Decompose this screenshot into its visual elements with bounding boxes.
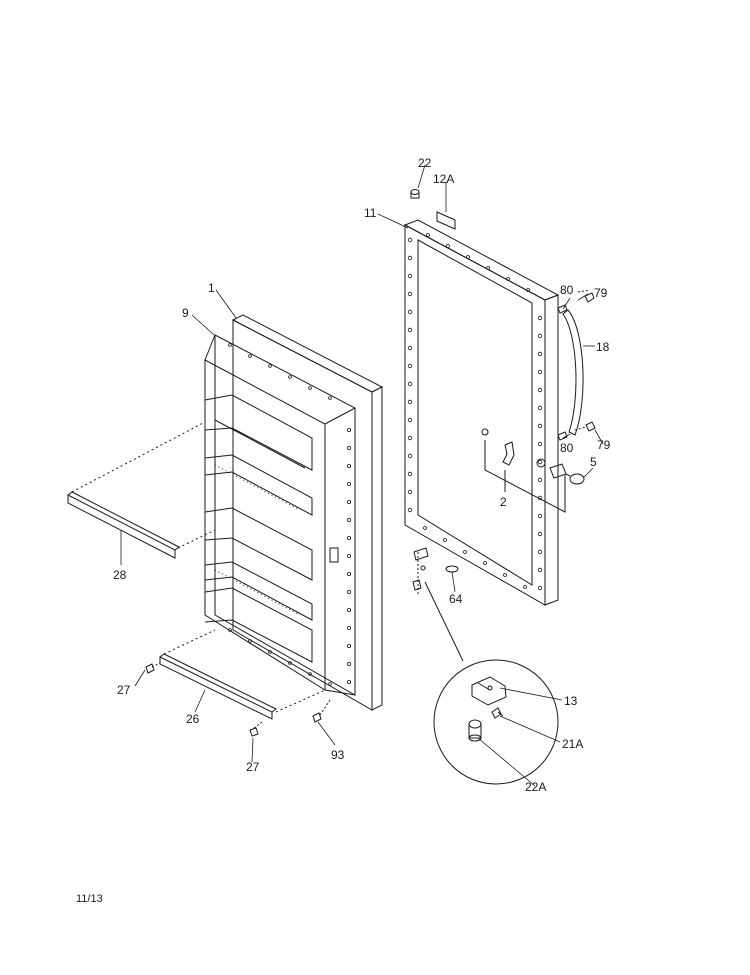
part-label-80-top: 80	[560, 283, 574, 297]
part-label-93: 93	[331, 748, 345, 762]
label-plate-12a	[436, 211, 456, 230]
screw-22	[410, 189, 420, 199]
part-label-79-bottom: 79	[597, 438, 611, 452]
part-label-18: 18	[596, 340, 610, 354]
screw-21a	[491, 707, 504, 719]
part-label-9: 9	[182, 306, 189, 320]
hinge-bracket-13	[471, 676, 507, 706]
screw-27-bottom	[249, 727, 259, 737]
latch-strike	[536, 458, 546, 468]
part-label-21a: 21A	[562, 737, 584, 751]
handle-plug-top	[584, 292, 595, 303]
part-label-27-left: 27	[117, 683, 131, 697]
screw-27-left	[145, 663, 155, 674]
part-label-22: 22	[418, 156, 432, 170]
door-liner	[204, 314, 384, 711]
door-panel-outer	[403, 219, 560, 606]
footer-code: 11/13	[76, 893, 103, 905]
handle-screw-bottom	[557, 431, 568, 441]
part-label-5: 5	[590, 455, 597, 469]
latch-screw	[481, 428, 489, 436]
leveler-22a	[468, 719, 482, 742]
handle-screw-top	[557, 304, 568, 314]
part-label-79-top: 79	[594, 286, 608, 300]
part-label-27-bottom: 27	[246, 760, 260, 774]
shelf-rail-28	[67, 491, 180, 559]
shelf-1	[204, 394, 313, 471]
part-label-28: 28	[113, 568, 127, 582]
shelf-5	[204, 587, 313, 663]
part-label-22a: 22A	[525, 780, 547, 794]
part-label-1: 1	[208, 281, 215, 295]
part-label-11: 11	[364, 206, 377, 220]
part-label-2: 2	[500, 495, 507, 509]
shelf-4	[204, 561, 313, 621]
door-handle-18	[562, 309, 584, 436]
part-label-26: 26	[186, 712, 200, 726]
lock-cylinder-5	[549, 463, 585, 485]
part-label-12a: 12A	[433, 172, 455, 186]
detail-circle	[433, 659, 559, 785]
liner-catch	[329, 547, 339, 563]
part-label-80-bottom: 80	[560, 441, 574, 455]
shelf-2	[204, 454, 313, 516]
leader-lines	[120, 164, 604, 787]
door-latch	[502, 441, 515, 466]
part-label-64: 64	[449, 592, 463, 606]
part-label-13: 13	[564, 694, 578, 708]
gasket-plug-64	[445, 565, 459, 573]
screw-93	[312, 712, 322, 723]
bottom-hinge-small	[412, 547, 429, 591]
handle-plug-bottom	[585, 421, 596, 432]
door-panel-screw-holes	[407, 233, 543, 591]
shelf-3	[204, 507, 313, 581]
shelf-rail-26	[159, 653, 277, 720]
